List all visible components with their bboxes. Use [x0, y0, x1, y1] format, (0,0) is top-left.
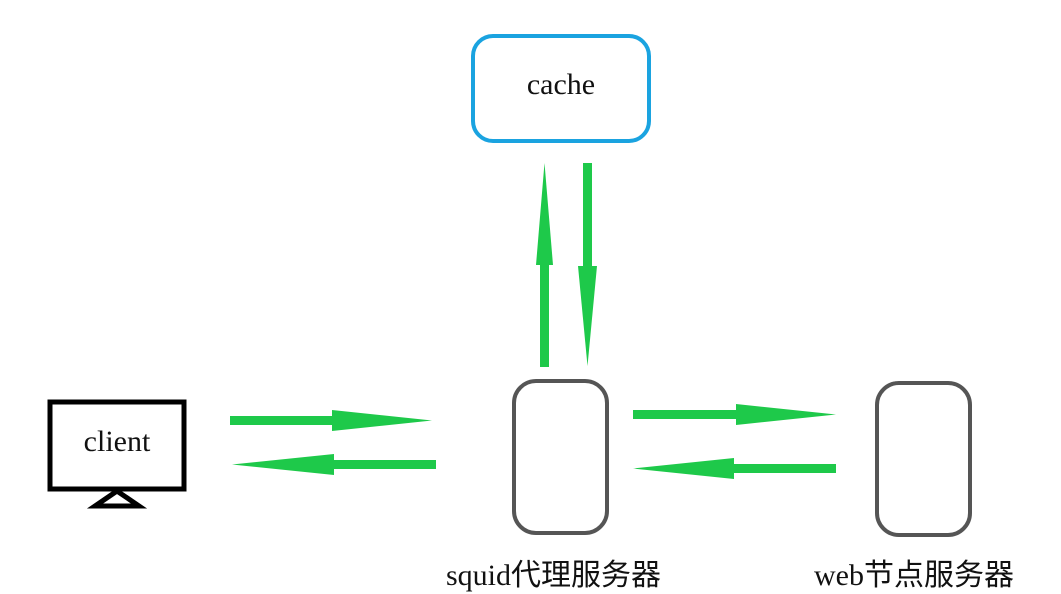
arrow-client-to-proxy	[230, 410, 432, 431]
client-monitor-icon	[47, 399, 187, 509]
web-server-node	[875, 381, 972, 537]
cache-node	[471, 34, 651, 143]
arrow-proxy-to-web	[633, 404, 836, 425]
arrow-cache-to-proxy	[578, 163, 597, 366]
web-server-label: web节点服务器	[814, 559, 1014, 592]
proxy-server-node	[512, 379, 609, 535]
cache-label: cache	[526, 68, 596, 101]
arrow-proxy-to-client	[232, 454, 436, 475]
arrow-web-to-proxy	[633, 458, 836, 479]
arrow-proxy-to-cache	[536, 163, 553, 367]
proxy-server-label: squid代理服务器	[446, 559, 662, 592]
client-label: client	[83, 425, 151, 458]
